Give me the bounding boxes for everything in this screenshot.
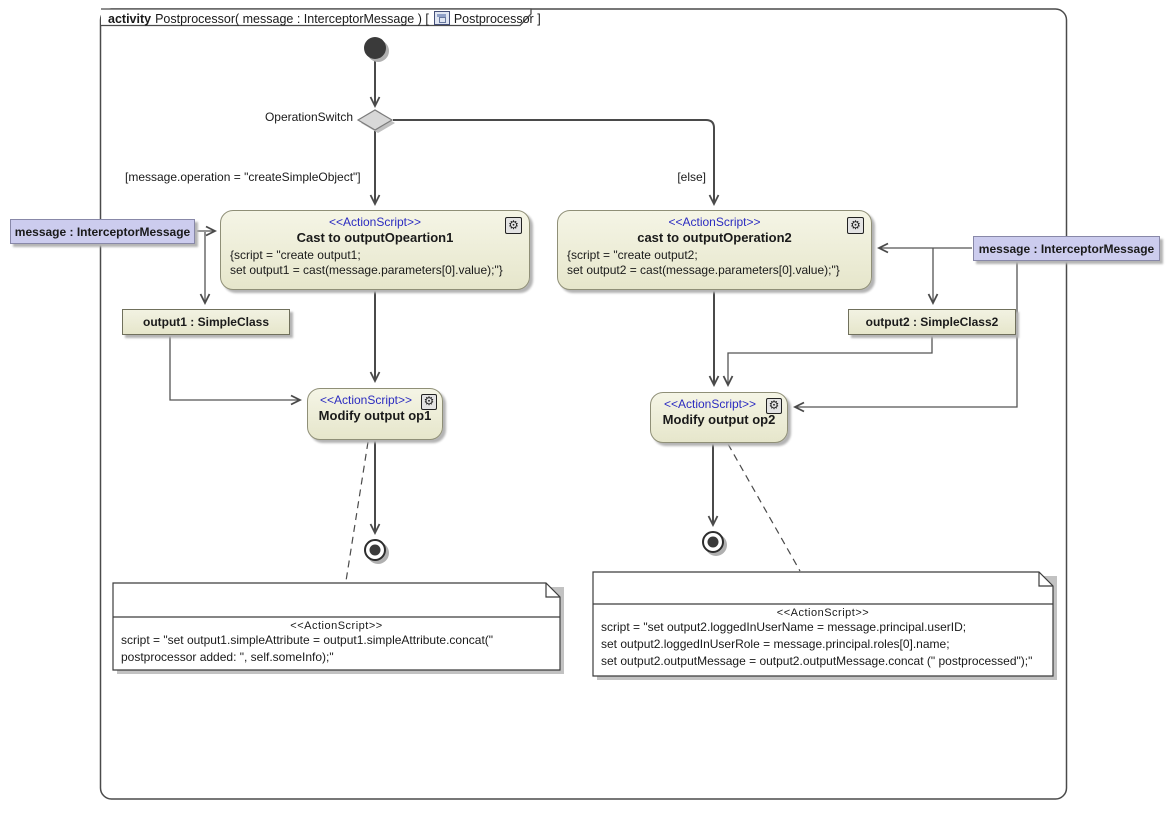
note2-line1: script = "set output2.loggedInUserName =…: [601, 620, 967, 634]
modify2-name: Modify output op2: [662, 412, 776, 427]
note2-body[interactable]: [592, 571, 1054, 677]
action1-name: Cast to outputOpeartion1: [296, 230, 454, 245]
frame-title-tab: [101, 8, 532, 27]
activity-diagram-icon: [433, 11, 450, 25]
note1-line1: script = "set output1.simpleAttribute = …: [121, 633, 494, 647]
modify2-stereotype: <<ActionScript>>: [663, 397, 757, 411]
note1-body[interactable]: [112, 582, 561, 671]
note2-dogear: [1038, 572, 1053, 587]
decision-node[interactable]: [356, 109, 394, 131]
modify1-name: Modify output op1: [318, 408, 432, 423]
decision-label: OperationSwitch: [264, 110, 353, 124]
action2-body-line2: set output2 = cast(message.parameters[0]…: [567, 263, 840, 277]
action1-body-line2: set output1 = cast(message.parameters[0]…: [230, 263, 503, 277]
note2-anchor-line: [727, 443, 801, 572]
note1-line2: postprocessor added: ", self.someInfo);": [121, 650, 334, 664]
edge-output2-to-modify2[interactable]: [728, 336, 933, 385]
edge-messageright-to-modify2[interactable]: [795, 261, 1018, 407]
action-node-modify1[interactable]: ⚙ <<ActionScript>> Modify output op1: [307, 388, 443, 440]
activity-frame[interactable]: [99, 8, 1068, 800]
note1-dogear: [545, 583, 560, 598]
edge-output1-to-modify1[interactable]: [169, 336, 300, 400]
edge-decision-to-action2[interactable]: [393, 119, 714, 204]
gear-icon: ⚙: [766, 398, 782, 414]
action-node-cast2[interactable]: ⚙ <<ActionScript>> cast to outputOperati…: [557, 210, 872, 290]
note1-text: <<ActionScript>> script = "set output1.s…: [113, 620, 560, 666]
note2-text: <<ActionScript>> script = "set output2.l…: [593, 607, 1053, 670]
modify1-stereotype: <<ActionScript>>: [319, 393, 413, 407]
action-node-cast1[interactable]: ⚙ <<ActionScript>> Cast to outputOpearti…: [220, 210, 530, 290]
guard-left-label: [message.operation = "createSimpleObject…: [125, 170, 361, 184]
action-node-modify2[interactable]: ⚙ <<ActionScript>> Modify output op2: [650, 392, 788, 443]
guard-else-label: [else]: [677, 170, 706, 184]
note1-stereotype: <<ActionScript>>: [290, 620, 383, 632]
action1-stereotype: <<ActionScript>>: [328, 215, 422, 229]
final-node-1-dot: [369, 544, 381, 556]
gear-icon: ⚙: [847, 217, 864, 234]
note2-line2: set output2.loggedInUserRole = message.p…: [601, 637, 950, 651]
note2-stereotype: <<ActionScript>>: [776, 607, 870, 619]
object-node-output1[interactable]: output1 : SimpleClass: [122, 309, 290, 335]
action2-stereotype: <<ActionScript>>: [668, 215, 761, 229]
action2-body-line1: {script = "create output2;: [567, 248, 698, 262]
object-node-output2[interactable]: output2 : SimpleClass2: [848, 309, 1016, 335]
frame-title-main: Postprocessor( message : InterceptorMess…: [155, 12, 429, 26]
frame-title-suffix: Postprocessor ]: [453, 12, 541, 26]
gear-icon: ⚙: [505, 217, 522, 234]
object-node-message-right[interactable]: message : InterceptorMessage: [973, 236, 1160, 261]
initial-node[interactable]: [364, 37, 386, 59]
action1-body-line1: {script = "create output1;: [230, 248, 361, 262]
final-node-2-dot: [707, 536, 719, 548]
note2-line3: set output2.outputMessage = output2.outp…: [601, 654, 1033, 668]
gear-icon: ⚙: [421, 394, 437, 410]
frame-title-keyword: activity: [108, 12, 152, 26]
object-node-message-left[interactable]: message : InterceptorMessage: [10, 219, 195, 244]
action2-name: cast to outputOperation2: [637, 230, 792, 245]
